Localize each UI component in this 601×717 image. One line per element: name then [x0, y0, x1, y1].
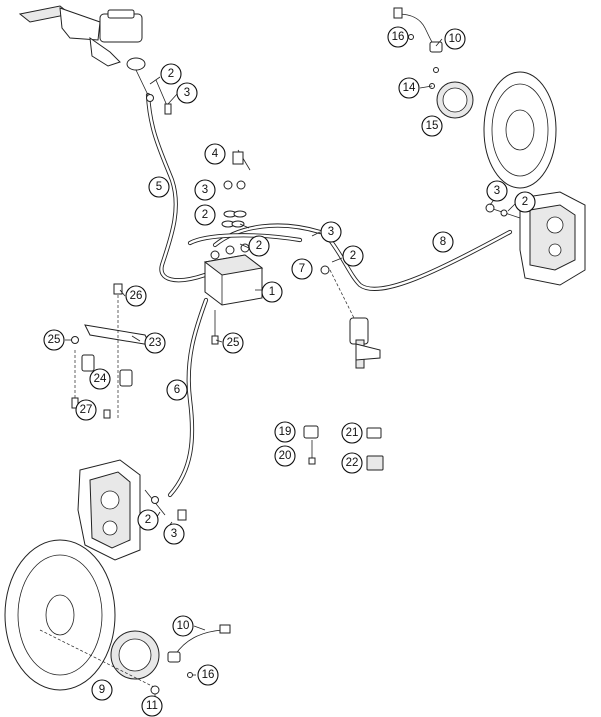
svg-text:2: 2 [522, 196, 528, 208]
svg-text:15: 15 [426, 120, 439, 132]
svg-text:2: 2 [202, 209, 208, 221]
callout-11: 11 [141, 695, 163, 717]
svg-text:2: 2 [256, 240, 262, 252]
svg-text:3: 3 [184, 87, 190, 99]
callout-16: 16 [387, 26, 409, 48]
callout-15: 15 [421, 115, 443, 137]
callout-8: 8 [432, 231, 454, 253]
callout-3: 3 [194, 179, 216, 201]
callout-7: 7 [291, 258, 313, 280]
svg-text:2: 2 [350, 250, 356, 262]
svg-text:10: 10 [177, 620, 190, 632]
callout-25: 25 [43, 329, 65, 351]
callout-23: 23 [144, 332, 166, 354]
callout-26: 26 [125, 285, 147, 307]
callout-1: 1 [261, 281, 283, 303]
callout-2: 2 [160, 63, 182, 85]
svg-text:4: 4 [212, 148, 219, 160]
svg-text:11: 11 [146, 700, 158, 712]
callout-2: 2 [137, 509, 159, 531]
svg-text:27: 27 [80, 404, 93, 416]
svg-text:8: 8 [440, 236, 446, 248]
callout-5: 5 [148, 176, 170, 198]
svg-text:7: 7 [299, 263, 305, 275]
svg-text:22: 22 [346, 457, 359, 469]
svg-text:1: 1 [269, 286, 275, 298]
callout-2: 2 [248, 235, 270, 257]
callout-21: 21 [341, 422, 363, 444]
callout-4: 4 [204, 143, 226, 165]
small-parts-kit [303, 425, 384, 471]
callouts: 2 3 16 10 14 15 4 5 3 2 3 2 3 8 2 7 2 1 … [43, 26, 536, 717]
callout-2: 2 [514, 191, 536, 213]
callout-27: 27 [75, 399, 97, 421]
callout-20: 20 [274, 445, 296, 467]
callout-16: 16 [197, 664, 219, 686]
rear-caliper [485, 191, 586, 286]
callout-25: 25 [222, 332, 244, 354]
svg-text:19: 19 [279, 426, 292, 438]
callout-10: 10 [172, 615, 194, 637]
rear-master-cylinder [320, 265, 381, 369]
callout-3: 3 [163, 523, 185, 545]
callout-9: 9 [91, 679, 113, 701]
front-wheel-brake [4, 539, 231, 695]
svg-text:14: 14 [403, 82, 416, 94]
abs-modulator [203, 243, 264, 345]
svg-text:6: 6 [174, 384, 180, 396]
fittings-center [221, 149, 251, 228]
svg-text:2: 2 [168, 68, 174, 80]
svg-text:2: 2 [145, 514, 151, 526]
front-master-cylinder [18, 5, 172, 115]
svg-text:3: 3 [494, 185, 500, 197]
callout-3: 3 [176, 82, 198, 104]
rear-sensor-assembly [393, 7, 557, 189]
svg-text:5: 5 [156, 181, 162, 193]
callout-3: 3 [320, 221, 342, 243]
callout-2: 2 [194, 204, 216, 226]
svg-text:10: 10 [449, 33, 462, 45]
leader-lines [65, 38, 517, 703]
svg-text:25: 25 [227, 337, 240, 349]
svg-text:23: 23 [149, 337, 162, 349]
callout-14: 14 [398, 77, 420, 99]
svg-text:21: 21 [346, 427, 359, 439]
svg-text:20: 20 [279, 450, 292, 462]
svg-text:9: 9 [99, 684, 105, 696]
svg-text:26: 26 [130, 290, 143, 302]
abs-bracket [71, 283, 151, 420]
svg-text:16: 16 [392, 31, 405, 43]
callout-24: 24 [89, 368, 111, 390]
brake-hoses [145, 92, 513, 498]
callout-22: 22 [341, 452, 363, 474]
svg-text:3: 3 [328, 226, 334, 238]
svg-text:24: 24 [94, 373, 107, 385]
callout-2: 2 [342, 245, 364, 267]
svg-text:16: 16 [202, 669, 215, 681]
svg-text:25: 25 [48, 334, 61, 346]
svg-text:3: 3 [202, 184, 208, 196]
callout-19: 19 [274, 421, 296, 443]
front-caliper [77, 459, 187, 561]
callout-10: 10 [444, 28, 466, 50]
callout-6: 6 [166, 379, 188, 401]
svg-text:3: 3 [171, 528, 177, 540]
callout-3: 3 [486, 180, 508, 202]
